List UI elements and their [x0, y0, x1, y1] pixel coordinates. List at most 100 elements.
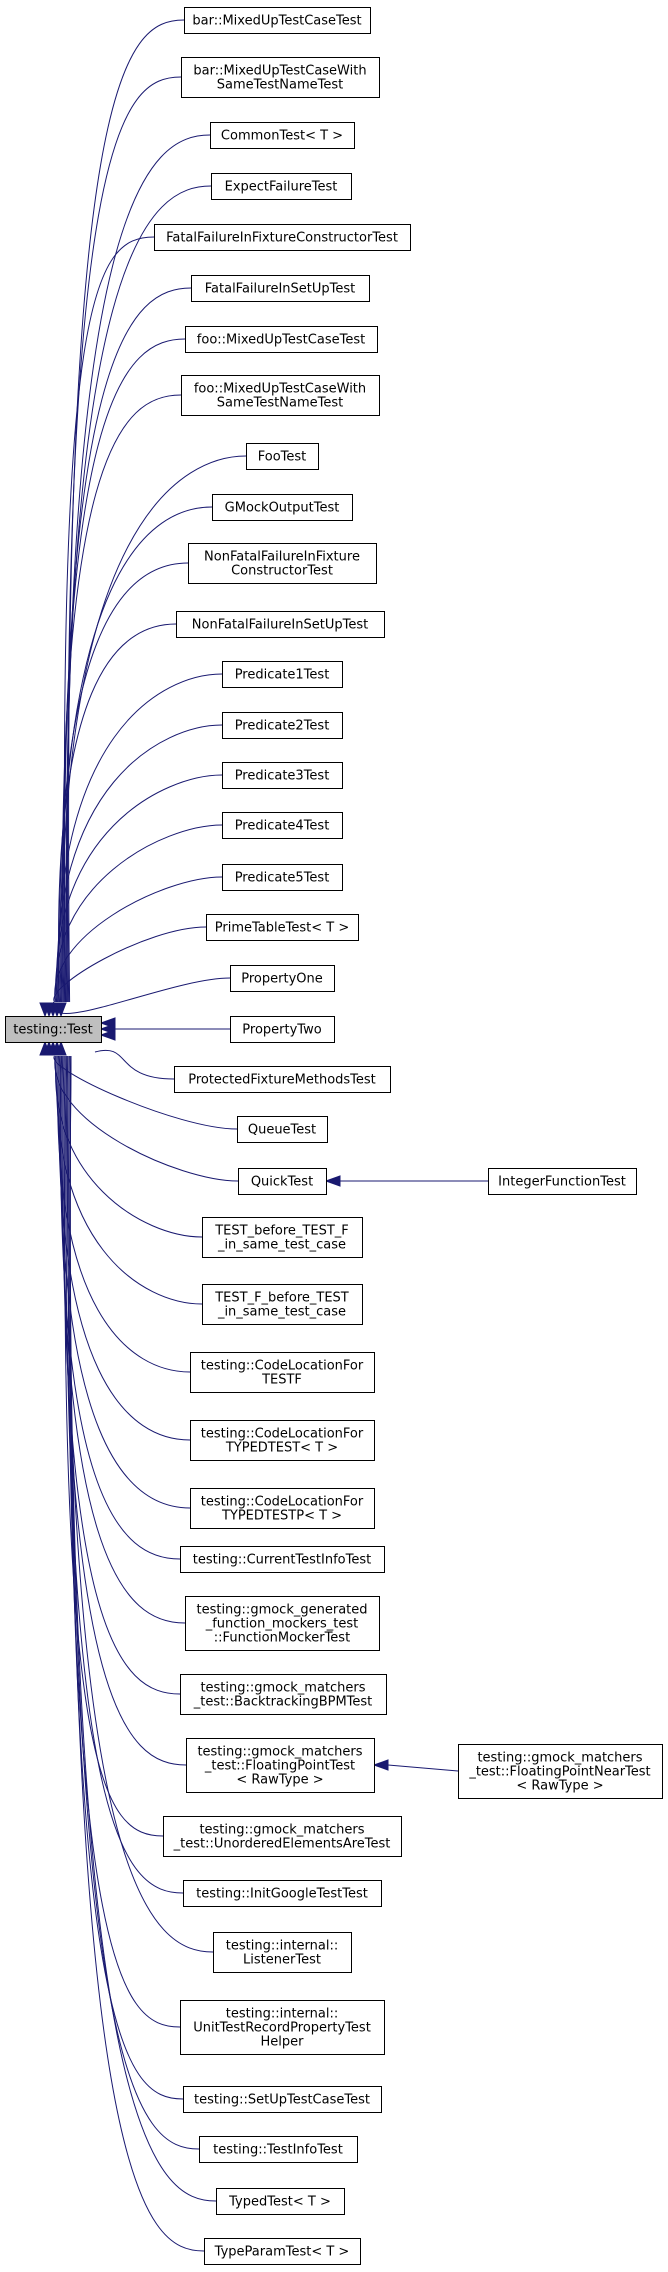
- edge-to-root: [69, 1055, 184, 2100]
- node-box: [180, 1546, 385, 1573]
- node-label-line: SameTestNameTest: [217, 396, 343, 411]
- inheritance-edges: [39, 19, 488, 2252]
- class-node-typeparamtest-t[interactable]: TypeParamTest< T >: [204, 2238, 361, 2265]
- edge-to-root: [62, 338, 186, 1003]
- node-label-line: PropertyTwo: [242, 1023, 321, 1038]
- edge-to-root: [59, 562, 189, 1003]
- node-label-line: IntegerFunctionTest: [498, 1175, 626, 1190]
- edge-to-root: [52, 977, 231, 1014]
- node-box: [458, 1744, 663, 1799]
- class-node-testing-gmock-matchers-test-backtrackingbpmtest[interactable]: testing::gmock_matchers_test::Backtracki…: [180, 1674, 387, 1715]
- node-label-line: _test::UnorderedElementsAreTest: [173, 1837, 391, 1852]
- node-box: [230, 1016, 335, 1043]
- class-node-test-before-test-f-in-same-test-case[interactable]: TEST_before_TEST_F_in_same_test_case: [202, 1217, 363, 1258]
- class-node-propertyone[interactable]: PropertyOne: [230, 965, 335, 992]
- root-node-testing-test[interactable]: testing::Test: [5, 1016, 102, 1043]
- class-node-testing-setuptestcasetest[interactable]: testing::SetUpTestCaseTest: [183, 2086, 382, 2113]
- class-node-protectedfixturemethodstest[interactable]: ProtectedFixtureMethodsTest: [174, 1066, 391, 1093]
- class-node-predicate4test[interactable]: Predicate4Test: [222, 812, 343, 839]
- edge-to-root: [55, 774, 223, 1003]
- class-node-fatalfailureinsetuptest[interactable]: FatalFailureInSetUpTest: [191, 275, 370, 302]
- class-node-testing-internal-listenertest[interactable]: testing::internal::ListenerTest: [213, 1932, 352, 1973]
- class-node-primetabletest-t[interactable]: PrimeTableTest< T >: [206, 914, 359, 941]
- edge-to-root: [54, 876, 223, 1003]
- edge-to-root: [64, 1055, 164, 1837]
- node-label-line: Predicate4Test: [235, 819, 330, 834]
- class-node-testing-gmock-matchers-test-floatingpointneartest-rawtype[interactable]: testing::gmock_matchers_test::FloatingPo…: [458, 1744, 663, 1799]
- class-node-testing-gmock-matchers-test-floatingpointtest-rawtype[interactable]: testing::gmock_matchers_test::FloatingPo…: [186, 1738, 375, 1793]
- class-node-nonfatalfailureinsetuptest[interactable]: NonFatalFailureInSetUpTest: [176, 611, 385, 638]
- node-box: [181, 375, 380, 416]
- node-label-line: TYPEDTEST< T >: [225, 1441, 338, 1456]
- edge-to-root: [59, 1055, 191, 1509]
- node-box: [222, 661, 343, 688]
- node-label-line: testing::internal::: [226, 1939, 338, 1954]
- arrowhead-bottom: [55, 1040, 67, 1056]
- edge-to-root: [56, 724, 223, 1003]
- node-label-line: foo::MixedUpTestCaseTest: [197, 333, 365, 348]
- node-label-line: ConstructorTest: [231, 564, 333, 579]
- edge-to-root: [69, 1055, 200, 2150]
- class-node-testing-gmock-matchers-test-unorderedelementsaretest[interactable]: testing::gmock_matchers_test::UnorderedE…: [163, 1816, 402, 1857]
- class-node-queuetest[interactable]: QueueTest: [237, 1116, 328, 1143]
- class-node-fatalfailureinfixtureconstructortest[interactable]: FatalFailureInFixtureConstructorTest: [154, 224, 411, 251]
- node-label-line: QueueTest: [248, 1123, 316, 1138]
- node-label-line: CommonTest< T >: [221, 129, 343, 144]
- node-box: [190, 1420, 375, 1461]
- class-node-predicate3test[interactable]: Predicate3Test: [222, 762, 343, 789]
- edge-to-parent: [387, 1764, 459, 1772]
- class-node-test-f-before-test-in-same-test-case[interactable]: TEST_F_before_TEST_in_same_test_case: [202, 1284, 363, 1325]
- node-box: [222, 812, 343, 839]
- edge-to-root: [65, 185, 212, 1003]
- class-node-typedtest-t[interactable]: TypedTest< T >: [216, 2188, 345, 2215]
- node-box: [222, 712, 343, 739]
- class-node-footest[interactable]: FooTest: [246, 443, 319, 470]
- node-box: [154, 224, 411, 251]
- class-node-testing-currenttestinfotest[interactable]: testing::CurrentTestInfoTest: [180, 1546, 385, 1573]
- class-node-propertytwo[interactable]: PropertyTwo: [230, 1016, 335, 1043]
- edge-to-root: [68, 19, 185, 1003]
- node-box: [180, 1674, 387, 1715]
- node-box: [181, 57, 380, 98]
- node-box: [210, 122, 355, 149]
- root-node-label: testing::Test: [13, 1023, 92, 1038]
- node-label-line: ListenerTest: [243, 1953, 321, 1968]
- class-node-integerfunctiontest[interactable]: IntegerFunctionTest: [488, 1168, 637, 1195]
- node-label-line: _test::FloatingPointNearTest: [468, 1765, 650, 1780]
- node-label-line: _test::BacktrackingBPMTest: [193, 1695, 373, 1710]
- class-node-predicate2test[interactable]: Predicate2Test: [222, 712, 343, 739]
- node-label-line: GMockOutputTest: [225, 501, 340, 516]
- class-node-quicktest[interactable]: QuickTest: [238, 1168, 327, 1195]
- node-label-line: testing::TestInfoTest: [213, 2143, 343, 2158]
- arrowhead-top: [55, 1002, 67, 1018]
- node-label-line: bar::MixedUpTestCaseTest: [192, 14, 361, 29]
- node-box: [183, 1880, 382, 1907]
- class-node-expectfailuretest[interactable]: ExpectFailureTest: [211, 173, 352, 200]
- class-node-testing-gmock-generated-function-mockers-test-functionmockertest[interactable]: testing::gmock_generated_function_mocker…: [185, 1596, 380, 1651]
- node-label-line: testing::gmock_matchers: [197, 1745, 362, 1760]
- node-label-line: PropertyOne: [241, 972, 322, 987]
- node-label-line: FatalFailureInFixtureConstructorTest: [166, 231, 398, 246]
- edge-to-root: [60, 506, 213, 1003]
- class-node-testing-initgoogletesttest[interactable]: testing::InitGoogleTestTest: [183, 1880, 382, 1907]
- edge-to-root: [56, 1055, 203, 1305]
- node-box: [202, 1284, 363, 1325]
- class-node-gmockoutputtest[interactable]: GMockOutputTest: [212, 494, 353, 521]
- node-label-line: TypeParamTest< T >: [214, 2245, 350, 2260]
- class-node-predicate5test[interactable]: Predicate5Test: [222, 864, 343, 891]
- class-node-testing-internal-unittestrecordpropertytest-helper[interactable]: testing::internal::UnitTestRecordPropert…: [180, 2000, 385, 2055]
- edge-to-root: [60, 1055, 181, 1560]
- class-node-bar-mixeduptestcasetest[interactable]: bar::MixedUpTestCaseTest: [184, 7, 371, 34]
- class-node-predicate1test[interactable]: Predicate1Test: [222, 661, 343, 688]
- class-node-testing-testinfotest[interactable]: testing::TestInfoTest: [199, 2136, 358, 2163]
- class-node-foo-mixeduptestcasetest[interactable]: foo::MixedUpTestCaseTest: [185, 326, 378, 353]
- edge-to-root: [61, 455, 247, 1003]
- class-node-commontest-t[interactable]: CommonTest< T >: [210, 122, 355, 149]
- node-box: [216, 2188, 345, 2215]
